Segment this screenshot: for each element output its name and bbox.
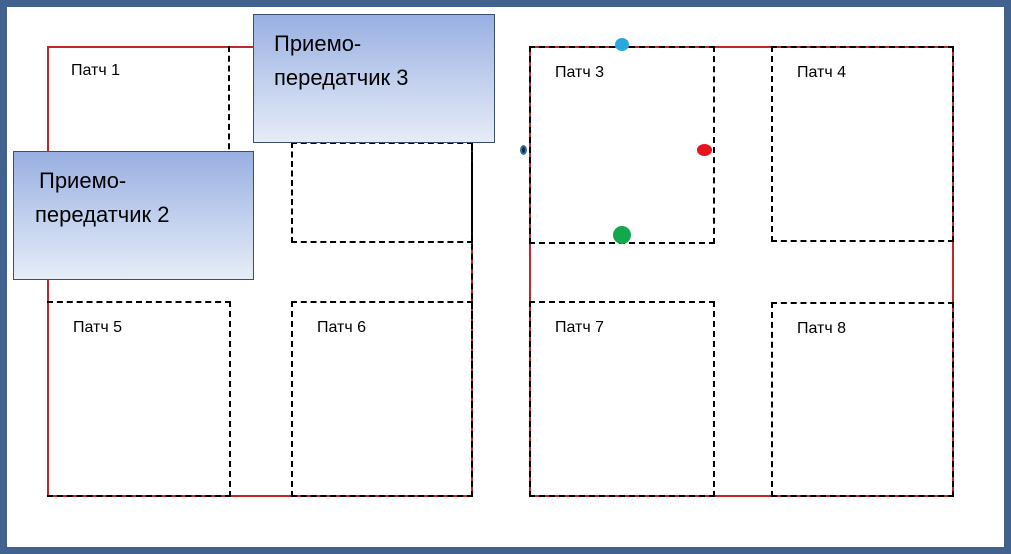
transceiver-2-box: Приемо- передатчик 2 (13, 151, 254, 280)
patch-3-label: Патч 3 (555, 64, 605, 81)
patch-7: Патч 7 (529, 301, 715, 497)
patch-4: Патч 4 (771, 46, 954, 242)
transceiver-2-line2: передатчик 2 (35, 202, 170, 227)
transceiver-3-box: Приемо- передатчик 3 (253, 14, 495, 143)
patch-1: Патч 1 (47, 46, 230, 159)
green-marker (613, 226, 631, 244)
blue-marker (615, 38, 629, 51)
patch-3: Патч 3 (529, 46, 715, 244)
patch-8-label: Патч 8 (797, 320, 847, 337)
patch-4-label: Патч 4 (797, 64, 847, 81)
patch-2 (291, 142, 473, 243)
patch-6-label: Патч 6 (317, 319, 367, 336)
transceiver-3-line2: передатчик 3 (274, 65, 409, 90)
patch-1-label: Патч 1 (71, 62, 121, 79)
patch-8: Патч 8 (771, 302, 954, 497)
black-marker (520, 145, 527, 155)
right-region (529, 46, 954, 497)
red-marker (697, 144, 712, 156)
patch-5-label: Патч 5 (73, 319, 123, 336)
patch-5: Патч 5 (47, 301, 231, 497)
patch-7-label: Патч 7 (555, 319, 605, 336)
transceiver-3-line1: Приемо- (274, 31, 362, 56)
patch-6: Патч 6 (291, 301, 473, 497)
left-region-dashed-edge (47, 46, 473, 497)
transceiver-2-line1: Приемо- (39, 168, 127, 193)
